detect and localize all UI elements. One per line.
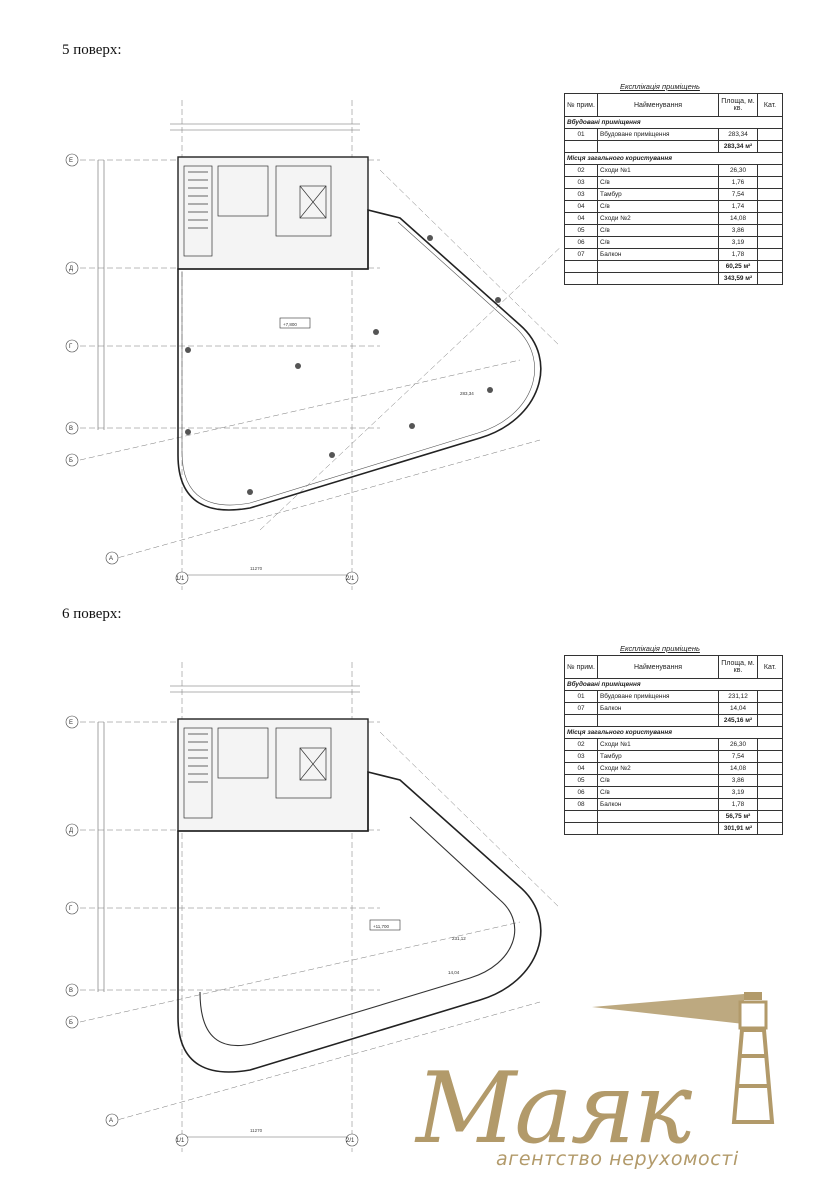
floor-6-explication-table: № прим. Найменування Площа, м. кв. Кат. … xyxy=(564,655,783,835)
floor-5-drawing: +7,800 283,34 Е Д Г В Б А 1/1 2/1 11270 xyxy=(65,100,560,590)
axis-label-v: В xyxy=(69,426,73,432)
floor-6-elevation: +11,700 xyxy=(373,924,390,929)
axis-label-2-1: 2/1 xyxy=(346,1138,355,1144)
axis-label-a: А xyxy=(109,1118,113,1124)
floor-5-explication-title: Експлікація приміщень xyxy=(620,82,700,91)
col-num: № прим. xyxy=(564,93,598,117)
floor-6-drawing: +11,700 231,12 14,04 Е Д Г В Б А 1/1 2/1… xyxy=(65,662,560,1152)
logo-tagline: агентство нерухомості xyxy=(496,1148,739,1170)
col-area: Площа, м. кв. xyxy=(718,93,758,117)
section-common: Місця загального користування xyxy=(564,152,783,165)
floor-6-room-area: 231,12 xyxy=(452,936,466,941)
section-common: Місця загального користування xyxy=(564,726,783,739)
table-row: 01 Вбудоване приміщення 283,34 xyxy=(564,128,783,141)
table-header-row: № прим. Найменування Площа, м. кв. Кат. xyxy=(564,655,783,679)
floor-6-plan: +11,700 231,12 14,04 Е Д Г В Б А 1/1 2/1… xyxy=(0,622,831,1182)
axis-label-g: Г xyxy=(69,344,73,350)
subtotal-row: 60,25 м² xyxy=(564,260,783,273)
section-built-in: Вбудовані приміщення xyxy=(564,116,783,129)
col-cat: Кат. xyxy=(757,93,783,117)
floor-5-room-area: 283,34 xyxy=(460,391,474,396)
grand-total-row: 301,91 м² xyxy=(564,822,783,835)
axis-label-e: Е xyxy=(69,158,73,164)
axis-label-g: Г xyxy=(69,906,73,912)
axis-label-d: Д xyxy=(69,266,73,272)
floor-6-outline xyxy=(177,770,542,1073)
floor-5-explication-table: № прим. Найменування Площа, м. кв. Кат. … xyxy=(564,93,783,285)
subtotal-row: 56,75 м² xyxy=(564,810,783,823)
axis-label-1-1: 1/1 xyxy=(176,1138,185,1144)
axis-label-1-1: 1/1 xyxy=(176,576,185,582)
col-name: Найменування xyxy=(597,93,719,117)
axis-label-d: Д xyxy=(69,828,73,834)
axis-label-a: А xyxy=(109,556,113,562)
floor-5-dim-width: 11270 xyxy=(250,566,263,571)
section-built-in: Вбудовані приміщення xyxy=(564,678,783,691)
subtotal-row: 245,16 м² xyxy=(564,714,783,727)
floor-5-heading: 5 поверх: xyxy=(62,42,122,58)
table-header-row: № прим. Найменування Площа, м. кв. Кат. xyxy=(564,93,783,117)
subtotal-row: 283,34 м² xyxy=(564,140,783,153)
axis-label-v: В xyxy=(69,988,73,994)
grand-total-row: 343,59 м² xyxy=(564,272,783,285)
logo-wordmark: Маяк xyxy=(416,1052,692,1166)
floor-5-plan: +7,800 283,34 Е Д Г В Б А 1/1 2/1 11270 xyxy=(0,60,831,620)
axis-label-b: Б xyxy=(69,458,73,464)
floor-5-outline xyxy=(177,208,542,511)
floor-6-heading: 6 поверх: xyxy=(62,606,122,622)
floor-6-balcony-area: 14,04 xyxy=(448,970,460,975)
lighthouse-logo-icon xyxy=(592,992,775,1124)
floor-6-explication-title: Експлікація приміщень xyxy=(620,644,700,653)
axis-label-e: Е xyxy=(69,720,73,726)
axis-label-2-1: 2/1 xyxy=(346,576,355,582)
floor-6-dim-width: 11270 xyxy=(250,1128,263,1133)
floor-5-elevation: +7,800 xyxy=(283,322,297,327)
axis-label-b: Б xyxy=(69,1020,73,1026)
